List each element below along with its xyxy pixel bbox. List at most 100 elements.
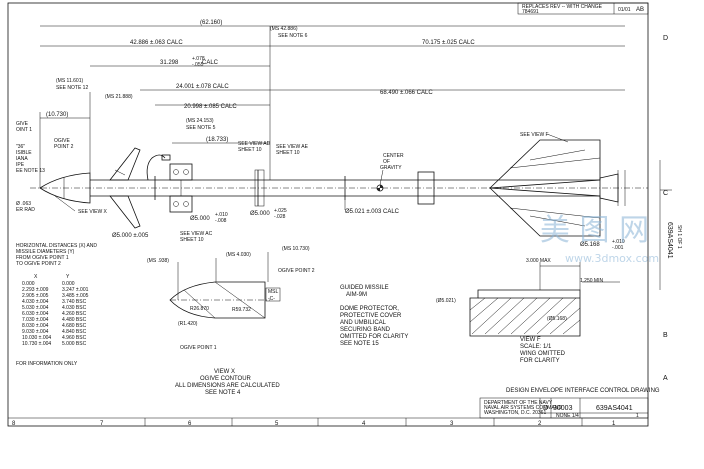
view-x-ogive-point-2: OGIVE POINT 2 bbox=[278, 268, 315, 274]
view-x-ms-4030: (MS 4.030) bbox=[226, 252, 251, 258]
dim-31298-tol-minus: -.055 bbox=[192, 62, 204, 68]
note-guided-missile: GUIDED MISSILE bbox=[340, 285, 389, 291]
dim-dia-5168-tol-minus: -.001 bbox=[612, 245, 624, 251]
view-x-radius-26870: R26.870 bbox=[190, 306, 209, 312]
view-f-title: VIEW F bbox=[520, 337, 541, 343]
view-f-for-clarity: FOR CLARITY bbox=[520, 358, 560, 364]
zone-number: 5 bbox=[275, 421, 279, 427]
dim-ms-21888: (MS 21.888) bbox=[105, 94, 133, 100]
canard-upper bbox=[109, 147, 141, 181]
view-x-dimensions-note: ALL DIMENSIONS ARE CALCULATED bbox=[175, 383, 280, 389]
revision-description: REPLACES REV -- WITH CHANGE bbox=[522, 4, 603, 10]
callout-ogive-point-1: GIVE bbox=[16, 121, 29, 127]
callout-sheet-10-b: SHEET 10 bbox=[276, 150, 300, 156]
dim-dia-5168-tol-plus: +.010 bbox=[612, 239, 625, 245]
table-cell-y: 5.000 BSC bbox=[62, 341, 87, 347]
callout-see-view-ad: SEE VIEW AD bbox=[238, 141, 271, 147]
callout-ogive-point-2-b: POINT 2 bbox=[54, 144, 74, 150]
tail-fin-lower bbox=[488, 187, 601, 237]
watermark-cjk: 美 图 网 bbox=[540, 213, 649, 248]
ml-marker bbox=[265, 287, 281, 302]
dim-20998: 20.998 ±.085 CALC bbox=[184, 104, 237, 110]
dim-dia-5168: Ø5.168 bbox=[580, 242, 600, 248]
view-x-see-note-4: SEE NOTE 4 bbox=[205, 390, 241, 396]
callout-ipe: IPE bbox=[16, 162, 25, 168]
callout-note-13: EE NOTE 13 bbox=[16, 168, 45, 174]
title-block-scale: NONE 1/4 bbox=[556, 413, 579, 419]
revision-block: REPLACES REV -- WITH CHANGE 784691 01/01… bbox=[517, 2, 649, 15]
callout-visible: ISIBLE bbox=[16, 150, 32, 156]
view-f-dim-5021: (Ø5.021) bbox=[436, 298, 456, 304]
watermark: 美 图 网 www.3dmox.com bbox=[540, 213, 659, 265]
table-cell-y: 4.260 BSC bbox=[62, 311, 87, 317]
dim-dia-5000-tol-minus: -.008 bbox=[215, 218, 227, 224]
dim-overall-length: (62.160) bbox=[200, 20, 222, 26]
callout-see-view-f: SEE VIEW F bbox=[520, 132, 549, 138]
view-x-ogive-point-1: OGIVE POINT 1 bbox=[180, 345, 217, 351]
org-line-1: DEPARTMENT OF THE NAVY bbox=[484, 400, 553, 406]
side-drawing-sub: SH 1 OF 1 bbox=[676, 225, 682, 249]
org-line-2: NAVAL AIR SYSTEMS COMMAND bbox=[484, 405, 562, 411]
note-see-note-15: SEE NOTE 15 bbox=[340, 341, 379, 347]
dim-ms-station-1: (MS 42.886) bbox=[270, 26, 298, 32]
dim-dia-5000-2-tol-minus: -.028 bbox=[274, 214, 286, 220]
view-f: 3.000 MAX 1.250 MIN (Ø5.021) (Ø5.168) VI… bbox=[436, 258, 620, 364]
table-cell-x: 5.030 ±.004 bbox=[22, 305, 49, 311]
table-cell-x: 2.905 ±.005 bbox=[22, 293, 49, 299]
callout-or-rad: ER RAD bbox=[16, 207, 35, 213]
dim-note-6: SEE NOTE 6 bbox=[278, 33, 308, 39]
zone-number: 8 bbox=[12, 421, 16, 427]
note-aim-9m: AIM-9M bbox=[346, 292, 367, 298]
table-cell-y: 4.840 BSC bbox=[62, 329, 87, 335]
callout-ogive-point-2: OGIVE bbox=[54, 138, 71, 144]
guided-missile-note: GUIDED MISSILE AIM-9M DOME PROTECTOR, PR… bbox=[340, 285, 408, 347]
view-x-ogive-contour: MSL -C- (MS .938) (MS 4.030) (MS 10.730)… bbox=[147, 246, 315, 396]
dim-dia-5000-tol-2: Ø5.000 bbox=[250, 211, 270, 217]
note-protective-cover: PROTECTIVE COVER bbox=[340, 313, 402, 319]
callout-gravity: GRAVITY bbox=[380, 165, 402, 171]
view-f-section bbox=[469, 289, 581, 337]
table-cell-y: 3.247 ±.001 bbox=[62, 287, 89, 293]
revision-approval: AB bbox=[636, 7, 644, 13]
zone-number: 3 bbox=[450, 421, 454, 427]
table-cell-x: 6.030 ±.004 bbox=[22, 311, 49, 317]
coordinates-table: HORIZONTAL DISTANCES (X) AND MISSILE DIA… bbox=[16, 243, 97, 367]
left-callouts: GIVE OINT 1 OGIVE POINT 2 "36" ISIBLE IA… bbox=[16, 121, 108, 215]
zone-letter-b: B bbox=[663, 332, 668, 339]
note-securing-band: SECURING BAND bbox=[340, 327, 391, 333]
view-f-dim-5168: (Ø5.168) bbox=[547, 316, 567, 322]
dim-18733: (18.733) bbox=[206, 137, 228, 143]
callout-iana: IANA bbox=[16, 156, 28, 162]
view-f-dim-1250: 1.250 MIN bbox=[580, 278, 603, 284]
dim-dia-5000-tol: Ø5.000 bbox=[190, 216, 210, 222]
aft-hanger bbox=[254, 169, 265, 207]
ml-marker-label: MSL bbox=[268, 289, 279, 295]
body-callouts: SEE VIEW AD SHEET 10 SEE VIEW AE SHEET 1… bbox=[112, 132, 625, 251]
sheet-number: 1 bbox=[636, 413, 639, 419]
ogive-nose bbox=[39, 172, 91, 204]
dim-note-12: SEE NOTE 12 bbox=[56, 85, 88, 91]
revision-date: 01/01 bbox=[618, 7, 631, 13]
dimensions-top: (62.160) 42.886 ±.063 CALC 70.175 ±.025 … bbox=[39, 20, 625, 188]
note-omitted: OMITTED FOR CLARITY bbox=[340, 334, 408, 340]
callout-see-view-ae: SEE VIEW AE bbox=[276, 144, 309, 150]
table-cell-y: 0.000 bbox=[62, 281, 75, 287]
view-x-subtitle: OGIVE CONTOUR bbox=[200, 376, 252, 382]
drawing-title: DESIGN ENVELOPE INTERFACE CONTROL DRAWIN… bbox=[506, 388, 660, 394]
ml-marker-c: -C- bbox=[268, 296, 275, 302]
dim-calc-label: CALC bbox=[202, 60, 219, 66]
dim-forward-length: 42.886 ±.063 CALC bbox=[130, 40, 183, 46]
callout-center-of-gravity: CENTER bbox=[383, 153, 404, 159]
callout-sheet-10-c: SHEET 10 bbox=[180, 237, 204, 243]
title-block: DESIGN ENVELOPE INTERFACE CONTROL DRAWIN… bbox=[479, 388, 660, 419]
callout-sheet-10: SHEET 10 bbox=[238, 147, 262, 153]
table-header-y: Y bbox=[66, 274, 70, 280]
dim-dia-5000-tol-plus: +.010 bbox=[215, 212, 228, 218]
callout-dia-063: Ø .063 bbox=[16, 201, 31, 207]
note-umbilical: AND UMBILICAL bbox=[340, 320, 387, 326]
table-cell-y: 4.480 BSC bbox=[62, 317, 87, 323]
callout-36: "36" bbox=[16, 144, 25, 150]
view-f-wing-omitted: WING OMITTED bbox=[520, 351, 566, 357]
dim-ms-11601: (MS 11.601) bbox=[56, 78, 83, 84]
